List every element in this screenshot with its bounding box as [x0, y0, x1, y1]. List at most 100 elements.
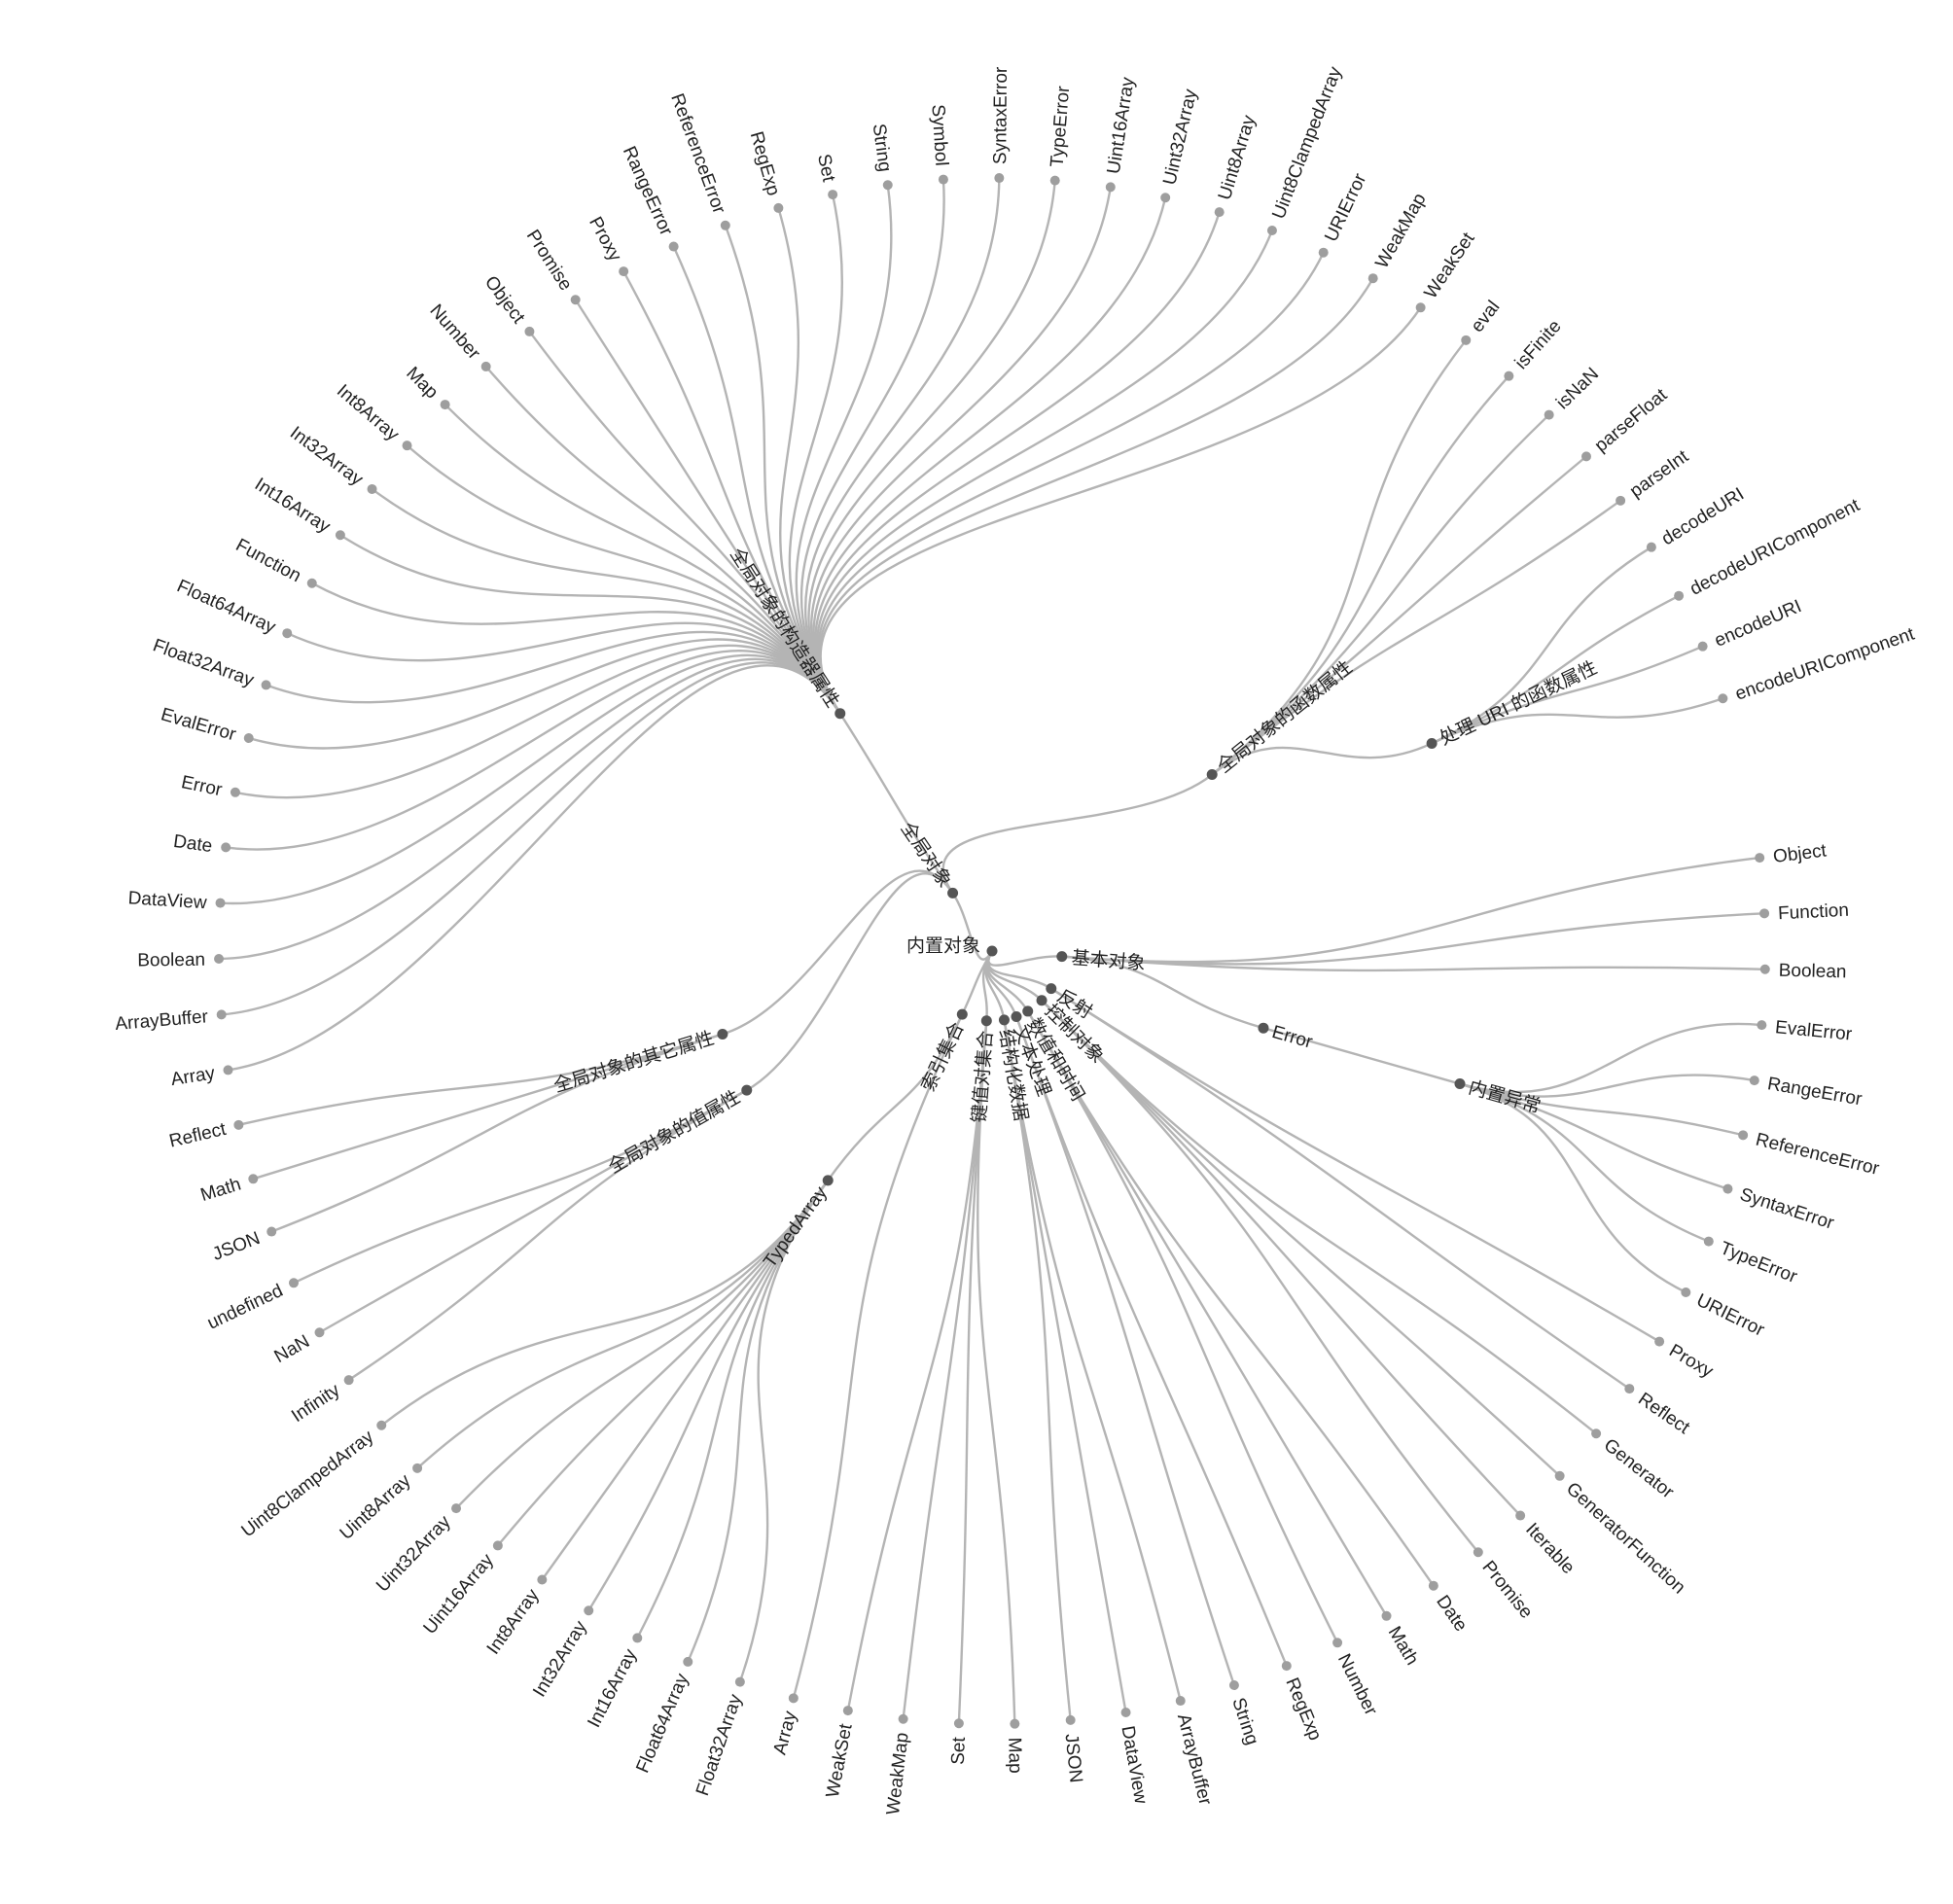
node-dot — [683, 1656, 693, 1667]
tree-link — [1459, 1074, 1755, 1098]
node-dot — [1120, 1708, 1131, 1718]
tree-link — [238, 1033, 724, 1127]
node-label: Uint8ClampedArray — [1268, 64, 1346, 223]
node-dot — [1473, 1547, 1483, 1558]
node-label: Uint16Array — [420, 1550, 499, 1639]
tree-link — [846, 1020, 988, 1711]
node-dot — [243, 733, 254, 744]
branch-node-group: 内置异常 — [1454, 1076, 1544, 1117]
node-label: decodeURI — [1658, 484, 1748, 550]
leaf-node-arraybuffer: ArrayBuffer — [1173, 1696, 1216, 1808]
leaf-node-referenceerror: ReferenceError — [1738, 1130, 1882, 1180]
branch-node-group: 索引集合 — [917, 1008, 969, 1095]
tree-link — [902, 1020, 988, 1719]
node-dot — [233, 1119, 244, 1130]
branch-node-group: 全局对象的函数属性 — [1206, 656, 1357, 781]
node-label: Map — [402, 363, 442, 403]
node-dot — [480, 361, 491, 371]
node-label: Proxy — [585, 214, 625, 265]
leaf-node-float32array: Float32Array — [692, 1676, 746, 1798]
node-label: Uint16Array — [1104, 75, 1139, 175]
tree-nodes: ObjectFunctionBooleanEvalErrorRangeError… — [115, 64, 1918, 1816]
tree-link — [815, 229, 1274, 715]
tree-link — [1014, 1016, 1236, 1686]
tree-link — [1431, 546, 1652, 745]
leaf-node-json: JSON — [210, 1226, 277, 1265]
tree-link — [286, 621, 841, 715]
tree-link — [724, 225, 841, 715]
leaf-node-dataview: DataView — [1118, 1708, 1151, 1806]
tree-link — [444, 404, 841, 715]
leaf-node-uint8array: Uint8Array — [337, 1463, 423, 1544]
node-label: Date — [1432, 1592, 1471, 1636]
node-label: Date — [172, 831, 214, 857]
node-label: 全局对象的值属性 — [605, 1086, 744, 1178]
node-dot — [1367, 273, 1378, 284]
node-label: Float32Array — [692, 1691, 746, 1798]
node-dot — [1681, 1287, 1691, 1297]
node-dot — [261, 680, 271, 690]
node-dot — [998, 1014, 1010, 1026]
branch-node-uri: 处理 URI 的函数属性 — [1426, 657, 1601, 750]
leaf-node-int8array: Int8Array — [483, 1574, 548, 1658]
tree-link — [528, 331, 841, 715]
node-dot — [1749, 1075, 1759, 1086]
leaf-node-arraybuffer: ArrayBuffer — [115, 1006, 227, 1035]
leaf-node-regexp: RegExp — [746, 129, 784, 213]
tree-link — [311, 582, 841, 715]
node-dot — [1065, 1714, 1076, 1725]
node-dot — [223, 1065, 233, 1075]
node-label: Number — [425, 300, 484, 364]
node-dot — [1674, 590, 1685, 601]
leaf-node-set: Set — [948, 1718, 970, 1765]
tree-link — [221, 661, 841, 1016]
node-label: Int8Array — [483, 1585, 544, 1658]
node-label: eval — [1467, 297, 1504, 335]
node-label: Uint8Array — [1215, 113, 1261, 202]
leaf-node-float64array: Float64Array — [632, 1656, 693, 1776]
tree-link — [1041, 999, 1561, 1477]
tree-link — [792, 1013, 964, 1699]
node-dot — [266, 1226, 277, 1237]
node-label: WeakMap — [1371, 190, 1430, 271]
node-dot — [215, 898, 226, 908]
node-dot — [1646, 542, 1656, 552]
tree-link — [266, 630, 841, 715]
leaf-node-string: String — [869, 123, 895, 191]
node-label: undefined — [204, 1281, 286, 1334]
node-dot — [834, 708, 846, 720]
node-label: Reflect — [167, 1119, 229, 1152]
leaf-node-promise: Promise — [1473, 1547, 1537, 1623]
node-dot — [335, 530, 345, 541]
leaf-node-urierror: URIError — [1318, 170, 1371, 258]
node-dot — [986, 945, 998, 957]
leaf-node-map: Map — [402, 363, 450, 410]
tree-link — [812, 196, 1167, 715]
node-label: Int32Array — [529, 1617, 591, 1701]
branch-node-group: 全局对象的其它属性 — [551, 1028, 728, 1097]
tree-link — [1003, 1019, 1127, 1713]
tree-link — [799, 179, 945, 715]
tree-link — [1050, 987, 1660, 1343]
tree-link — [819, 306, 1422, 715]
node-label: URIError — [1321, 170, 1370, 245]
tree-link — [1014, 1016, 1288, 1667]
node-dot — [376, 1420, 387, 1430]
node-dot — [306, 578, 317, 588]
leaf-node-isfinite: isFinite — [1504, 316, 1566, 381]
leaf-node-weakmap: WeakMap — [1367, 190, 1431, 284]
node-dot — [1318, 247, 1329, 258]
tree-link — [987, 950, 1062, 967]
node-label: Generator — [1600, 1435, 1678, 1503]
node-dot — [1206, 769, 1218, 781]
leaf-node-uint16array: Uint16Array — [1104, 75, 1139, 193]
leaf-node-json: JSON — [1060, 1714, 1086, 1783]
node-label: Boolean — [1778, 961, 1846, 983]
node-dot — [741, 1084, 753, 1096]
tree-link — [1459, 1022, 1762, 1094]
tree-link — [248, 638, 841, 750]
leaf-node-math: Math — [198, 1174, 259, 1206]
tree-link — [371, 487, 841, 715]
tree-link — [1262, 1027, 1461, 1085]
node-label: Math — [198, 1174, 244, 1206]
